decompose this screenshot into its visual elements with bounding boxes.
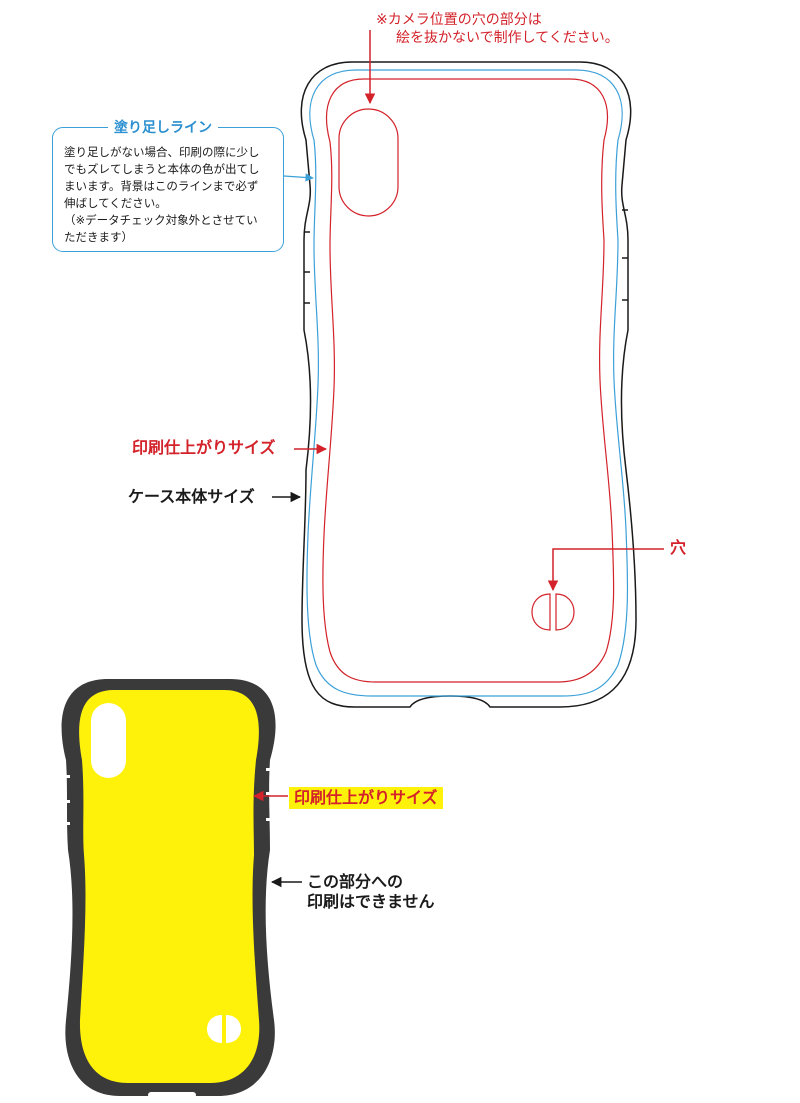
bleed-description: 塗り足しがない場合、印刷の際に少し でもズレてしまうと本体の色が出てし まいます… bbox=[64, 144, 282, 246]
bleed-line: でもズレてしまうと本体の色が出てし bbox=[64, 162, 260, 176]
no-print-line2: 印刷はできません bbox=[307, 892, 435, 911]
bleed-title: 塗り足しライン bbox=[108, 117, 218, 137]
hole-arrow bbox=[547, 548, 664, 592]
hole-label: 穴 bbox=[670, 538, 687, 557]
camera-note: ※カメラ位置の穴の部分は 絵を抜かないで制作してください。 bbox=[376, 12, 619, 47]
camera-note-line1: ※カメラ位置の穴の部分は bbox=[376, 12, 542, 28]
camera-hole-outline bbox=[338, 108, 399, 217]
bleed-line: ただきます） bbox=[64, 230, 133, 244]
bleed-line-outline bbox=[306, 69, 629, 697]
print-line-outline bbox=[322, 78, 615, 683]
bleed-line: 塗り足しがない場合、印刷の際に少し bbox=[64, 145, 260, 159]
strap-hole-filled-right bbox=[226, 1015, 241, 1043]
camera-hole-filled bbox=[91, 703, 126, 778]
no-print-line1: この部分への bbox=[307, 872, 404, 891]
case-body-outline bbox=[300, 61, 637, 708]
no-print-label: この部分への 印刷はできません bbox=[307, 872, 435, 912]
print-size-label: 印刷仕上がりサイズ bbox=[132, 438, 276, 457]
case-filled-bottom bbox=[61, 679, 276, 1098]
case-size-label: ケース本体サイズ bbox=[128, 487, 255, 506]
case-outline-top bbox=[300, 61, 637, 708]
strap-hole-right bbox=[555, 593, 575, 631]
camera-note-line2: 絵を抜かないで制作してください。 bbox=[396, 29, 619, 46]
print-size-label-highlighted: 印刷仕上がりサイズ bbox=[289, 787, 443, 809]
bleed-arrow bbox=[283, 173, 314, 182]
bleed-line: まいます。背景はこのラインまで必ず bbox=[64, 179, 259, 193]
bleed-line: 伸ばしてください。 bbox=[64, 196, 167, 210]
strap-hole-filled-left bbox=[207, 1015, 222, 1043]
bleed-line: （※データチェック対象外とさせてい bbox=[64, 213, 258, 227]
strap-hole-left bbox=[531, 593, 551, 631]
print-area-yellow bbox=[79, 690, 260, 1083]
